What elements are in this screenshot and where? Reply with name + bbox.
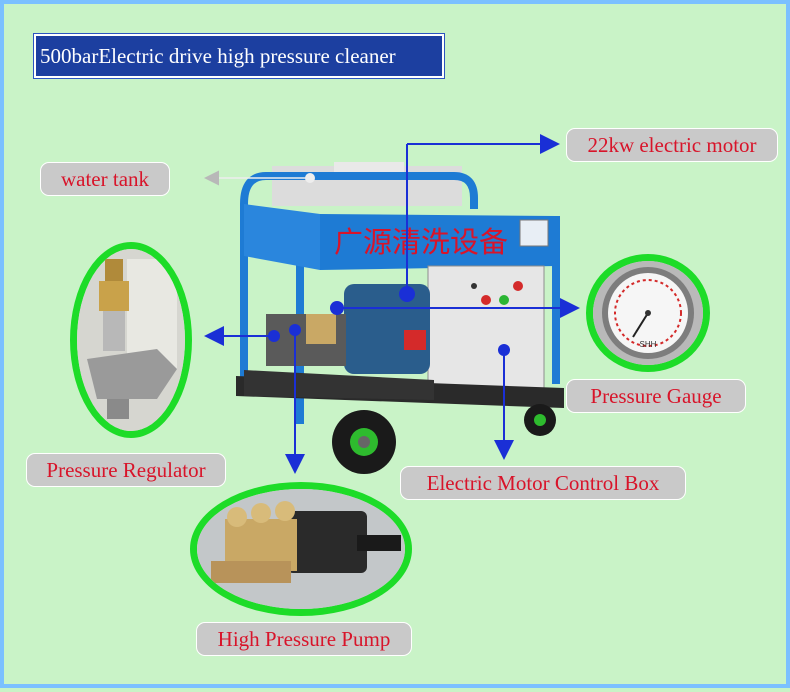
pressure-regulator-label: Pressure Regulator — [26, 453, 226, 487]
pressure-regulator-photo — [70, 242, 192, 438]
page-title: 500barElectric drive high pressure clean… — [34, 34, 444, 78]
high-pressure-pump-photo — [190, 482, 412, 616]
regulator-arrow — [204, 326, 280, 346]
motor-arrow — [399, 134, 560, 302]
machine-illustration: 广源清洗设备 — [236, 162, 564, 474]
control-box-arrow — [494, 344, 514, 460]
gauge-arrow — [330, 298, 580, 318]
water-tank-label: water tank — [40, 162, 170, 196]
motor-label: 22kw electric motor — [566, 128, 778, 162]
water-tank-arrow — [204, 170, 315, 186]
annotation-arrows — [204, 134, 580, 474]
pump-label: High Pressure Pump — [196, 622, 412, 656]
regulator-illustration — [77, 249, 185, 431]
pressure-gauge-label: Pressure Gauge — [566, 379, 746, 413]
machine-brand-text: 广源清洗设备 — [334, 225, 508, 259]
gauge-brand: SHH — [640, 340, 657, 349]
pressure-gauge-photo: SHH — [586, 254, 710, 372]
gauge-illustration: SHH — [593, 261, 703, 365]
control-box-label: Electric Motor Control Box — [400, 466, 686, 500]
pump-illustration — [197, 489, 405, 609]
pump-arrow — [285, 324, 305, 474]
